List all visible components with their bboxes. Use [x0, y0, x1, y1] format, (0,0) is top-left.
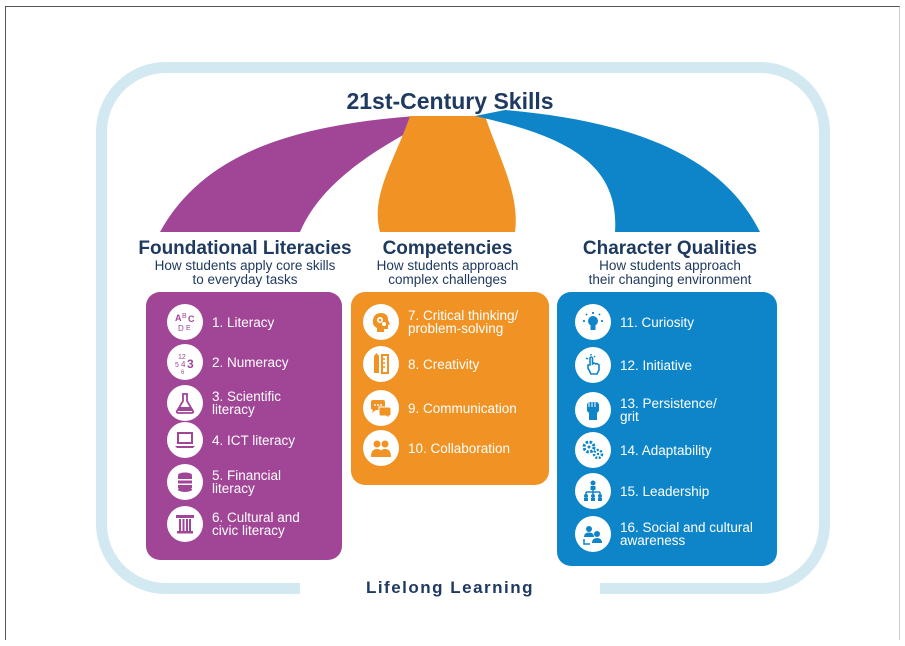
- list-item: 4. ICT literacy: [167, 422, 295, 458]
- item-label: 7. Critical thinking/ problem-solving: [408, 308, 519, 336]
- main-title: 21st-Century Skills: [346, 88, 554, 114]
- svg-text:D: D: [178, 324, 184, 333]
- item-label: 6. Cultural and civic literacy: [212, 510, 300, 538]
- item-label: 16. Social and cultural awareness: [620, 520, 753, 548]
- list-item: 12. Initiative: [575, 347, 692, 383]
- pencil-ruler-icon: [363, 346, 399, 382]
- item-label: 14. Adaptability: [620, 442, 712, 458]
- svg-text:B: B: [182, 313, 187, 320]
- list-item: 8. Creativity: [363, 346, 479, 382]
- list-item: 13. Persistence/ grit: [575, 392, 717, 428]
- list-item: 14. Adaptability: [575, 432, 712, 468]
- subtitle-character: How students approach their changing env…: [588, 258, 752, 287]
- svg-text:A: A: [175, 313, 182, 323]
- heading-foundational: Foundational Literacies: [138, 238, 352, 259]
- people-icon: [363, 430, 399, 466]
- svg-text:3: 3: [187, 357, 194, 371]
- subtitle-foundational: How students apply core skills to everyd…: [154, 258, 336, 287]
- lightbulb-icon: [575, 304, 611, 340]
- item-label: 2. Numeracy: [212, 354, 289, 370]
- list-item: 10. Collaboration: [363, 430, 510, 466]
- heading-character: Character Qualities: [582, 238, 758, 259]
- heading-competencies: Competencies: [382, 238, 513, 259]
- character-panel: 11. Curiosity 12. Initiative 13. Persist…: [557, 292, 777, 566]
- list-item: 15. Leadership: [575, 473, 709, 509]
- list-item: 9. Communication: [363, 390, 517, 426]
- column-heading-character: Character Qualities How students approac…: [545, 238, 795, 287]
- footer-label: Lifelong Learning: [300, 578, 600, 598]
- list-item: 6. Cultural and civic literacy: [167, 506, 300, 542]
- list-item: 7. Critical thinking/ problem-solving: [363, 304, 518, 340]
- item-label: 12. Initiative: [620, 357, 693, 373]
- svg-text:6: 6: [181, 370, 185, 374]
- list-item: 11. Curiosity: [575, 304, 694, 340]
- gears-icon: [575, 432, 611, 468]
- blue-branch: [475, 110, 760, 232]
- svg-text:C: C: [188, 314, 195, 324]
- image-frame: [5, 6, 900, 640]
- flask-icon: [167, 385, 203, 421]
- svg-text:5: 5: [175, 362, 179, 369]
- list-item: 5. Financial literacy: [167, 464, 281, 500]
- list-item: 16. Social and cultural awareness: [575, 516, 753, 552]
- laptop-icon: [167, 422, 203, 458]
- item-label: 11. Curiosity: [620, 314, 695, 330]
- head-gears-icon: [363, 304, 399, 340]
- purple-branch: [160, 116, 440, 232]
- item-label: 4. ICT literacy: [212, 432, 296, 448]
- group-icon: [575, 516, 611, 552]
- item-label: 8. Creativity: [408, 356, 480, 372]
- competencies-panel: 7. Critical thinking/ problem-solving 8.…: [351, 292, 549, 485]
- fist-icon: [575, 392, 611, 428]
- svg-text:4: 4: [181, 360, 186, 369]
- column-icon: [167, 506, 203, 542]
- pointer-hand-icon: [575, 347, 611, 383]
- item-label: 13. Persistence/ grit: [620, 396, 717, 424]
- item-label: 15. Leadership: [620, 483, 710, 499]
- item-label: 3. Scientific literacy: [212, 389, 282, 417]
- svg-text:E: E: [186, 325, 191, 332]
- item-label: 10. Collaboration: [408, 440, 511, 456]
- svg-text:12: 12: [178, 354, 186, 361]
- speech-bubbles-icon: [363, 390, 399, 426]
- org-chart-icon: [575, 473, 611, 509]
- coin-stack-icon: [167, 464, 203, 500]
- item-label: 5. Financial literacy: [212, 468, 282, 496]
- column-heading-foundational: Foundational Literacies How students app…: [130, 238, 360, 287]
- item-label: 9. Communication: [408, 400, 517, 416]
- subtitle-competencies: How students approach complex challenges: [376, 258, 519, 287]
- item-label: 1. Literacy: [212, 314, 275, 330]
- orange-branch: [377, 116, 516, 232]
- list-item: 3. Scientific literacy: [167, 385, 281, 421]
- column-heading-competencies: Competencies How students approach compl…: [345, 238, 550, 287]
